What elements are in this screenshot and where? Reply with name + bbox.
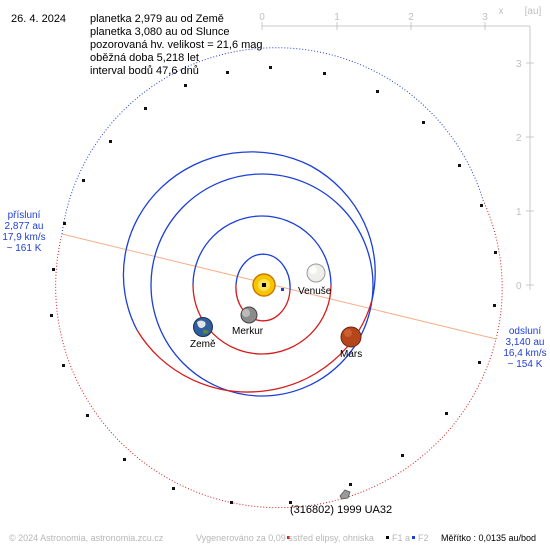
axis-frame (261, 22, 534, 290)
info-interval: interval bodů 47,6 dnů (90, 65, 199, 77)
aphelion-distance: 3,140 au (505, 337, 545, 348)
venus-orbit-below (192, 284, 332, 355)
mars-orbit-above (122, 151, 376, 331)
perihelion-temp: ~ 161 K (6, 243, 42, 254)
unit-label: [au] (525, 6, 542, 17)
x-tick-3: 3 (482, 12, 488, 23)
perihelion-title: přísluní (7, 210, 41, 221)
perihelion-info: přísluní 2,877 au 17,9 km/s ~ 161 K (2, 210, 46, 254)
asteroid-orbit-marks (50, 66, 497, 504)
footer-copyright: © 2024 Astronomia, astronomia.zcu.cz (9, 533, 164, 543)
aphelion-speed: 16,4 km/s (503, 348, 547, 359)
perihelion-speed: 17,9 km/s (2, 232, 46, 243)
legend-f2-mark (412, 536, 415, 539)
aphelion-title: odsluní (508, 326, 542, 337)
footer-legend-f2: F2 (418, 533, 429, 543)
asteroid-label: (316802) 1999 UA32 (290, 504, 392, 516)
apsis-line (61, 233, 497, 340)
mercury-orbit-below (235, 284, 291, 322)
aphelion-temp: ~ 154 K (507, 359, 543, 370)
y-tick-0: 0 (516, 281, 522, 292)
x-tick-2: 2 (408, 12, 414, 23)
y-tick-1: 1 (516, 207, 522, 218)
asteroid-orbit-below (55, 199, 503, 509)
y-tick-3: 3 (516, 59, 522, 70)
earth-label: Země (190, 339, 216, 350)
sun (252, 273, 276, 297)
x-tick-1: 1 (334, 12, 340, 23)
asteroid-orbit-above (61, 47, 484, 235)
date-label: 26. 4. 2024 (11, 13, 67, 25)
venus-orbit-above (192, 215, 332, 286)
x-tick-0: 0 (259, 12, 265, 23)
earth-planet (193, 317, 213, 337)
perihelion-distance: 2,877 au (4, 221, 44, 232)
footer-scale: Měřítko : 0,0135 au/bod (441, 533, 537, 543)
mercury-orbit-above (235, 253, 291, 291)
x-axis-label: x (499, 6, 504, 17)
focus-f1-mark (262, 283, 266, 287)
mercury-label: Merkur (232, 326, 264, 337)
legend-f1-mark (386, 536, 389, 539)
asteroid-marker (339, 489, 351, 500)
earth-orbit-above (150, 173, 374, 286)
footer-legend-center: střed elipsy, ohniska (293, 533, 374, 543)
footer-legend-f1: F1 a (392, 533, 411, 543)
venus-label: Venuše (298, 286, 332, 297)
info-sun-distance: planetka 3,080 au od Slunce (90, 26, 230, 38)
info-period: oběžná doba 5,218 let (90, 52, 199, 64)
mars-label: Mars (340, 349, 362, 360)
info-magnitude: pozorovaná hv. velikost = 21,6 mag (90, 39, 263, 51)
mars-planet (340, 326, 362, 348)
aphelion-info: odsluní 3,140 au 16,4 km/s ~ 154 K (498, 326, 550, 370)
legend-center-mark (287, 536, 290, 539)
mercury-planet (240, 306, 258, 324)
footer-generated: Vygenerováno za 0,09 s (196, 533, 293, 543)
info-earth-distance: planetka 2,979 au od Země (90, 13, 224, 25)
focus-f2-mark (281, 288, 284, 291)
venus-planet (306, 263, 326, 283)
y-tick-2: 2 (516, 133, 522, 144)
